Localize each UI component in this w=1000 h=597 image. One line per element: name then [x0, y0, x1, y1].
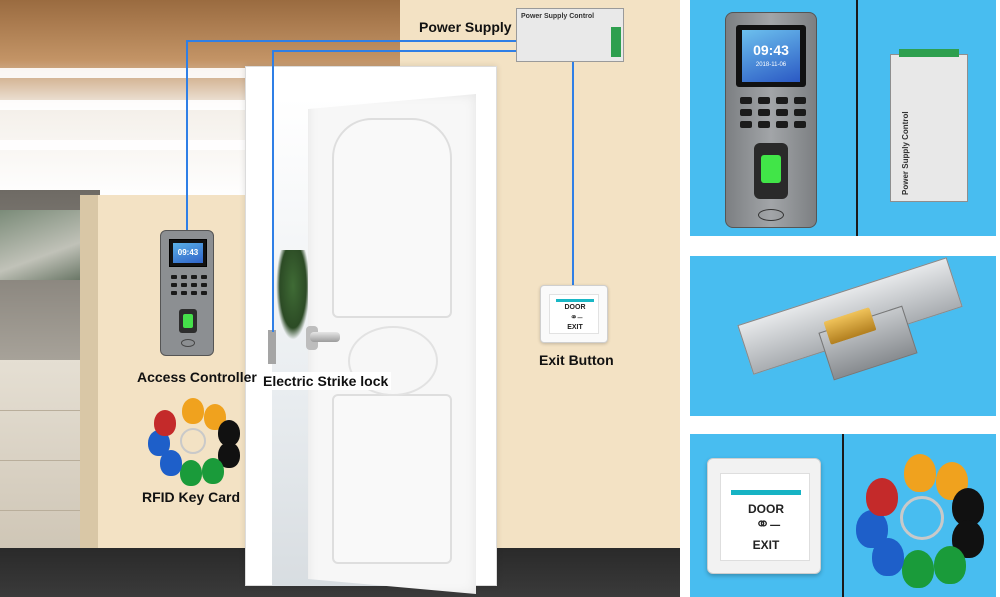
door-medallion	[348, 326, 438, 396]
power-supply-device-title: Power Supply Control	[521, 13, 595, 20]
keycard	[856, 510, 888, 548]
keypad-key	[181, 291, 187, 295]
exit-button-device: DOOR ⚭– EXIT	[540, 285, 608, 343]
fingerprint-glow	[183, 314, 193, 328]
access-controller-closeup: 09:43 2018-11-06	[725, 12, 817, 228]
keypad-key	[758, 109, 770, 116]
controller-screen: 09:43 2018-11-06	[736, 25, 806, 87]
keypad-key	[201, 291, 207, 295]
power-supply-unit: Power Supply Control	[516, 8, 624, 62]
key-icon: ⚭–	[570, 312, 583, 322]
ceiling-light-strip	[0, 100, 400, 110]
keypad-key	[794, 97, 806, 104]
exit-exit-text: EXIT	[752, 538, 780, 552]
keypad-key	[776, 109, 788, 116]
power-supply-label: Power Supply	[419, 19, 512, 35]
fingerprint-sensor	[179, 309, 197, 333]
keypad-key	[171, 275, 177, 279]
keypad-key	[171, 283, 177, 287]
keypad-key	[740, 109, 752, 116]
keycard	[952, 488, 984, 526]
wire-psu-controller-v	[186, 40, 188, 230]
keypad-key	[758, 121, 770, 128]
keycard	[866, 478, 898, 516]
controller-date: 2018-11-06	[755, 62, 787, 68]
keypad-key	[181, 283, 187, 287]
controller-screen: 09:43	[169, 239, 207, 267]
electric-strike-lock-label: Electric Strike lock	[260, 372, 392, 390]
keypad-key	[794, 109, 806, 116]
keypad-key	[740, 121, 752, 128]
wall-painting	[0, 210, 90, 280]
exit-exit-text: EXIT	[567, 324, 583, 331]
exit-button-face: DOOR ⚭– EXIT	[549, 294, 599, 334]
keypad-key	[191, 283, 197, 287]
wire-psu-lock-v	[272, 50, 274, 332]
keypad-key	[794, 121, 806, 128]
terminal-block	[611, 27, 621, 57]
panel-divider	[856, 0, 858, 236]
key-ring	[180, 428, 206, 454]
keycard	[160, 450, 182, 476]
keypad-key	[201, 283, 207, 287]
door-handle	[310, 332, 340, 342]
keycard	[902, 550, 934, 588]
keypad-key	[191, 275, 197, 279]
power-supply-closeup: Power Supply Control	[890, 49, 968, 202]
keycard	[934, 546, 966, 584]
keycard	[148, 430, 170, 456]
keycard	[182, 398, 204, 424]
ceiling-light-strip	[0, 140, 400, 150]
exit-button-face: DOOR ⚭– EXIT	[720, 473, 810, 561]
controller-time: 09:43	[173, 243, 203, 263]
keycard	[218, 420, 240, 446]
keypad-key	[191, 291, 197, 295]
ceiling-light-strip	[0, 68, 400, 78]
keypad-key	[181, 275, 187, 279]
exit-door-text: DOOR	[564, 304, 586, 311]
keycard	[154, 410, 176, 436]
key-icon: ⚭–	[755, 514, 781, 534]
wire-psu-controller-h	[186, 40, 516, 42]
keycard	[180, 460, 202, 486]
fingerprint-sensor	[754, 143, 788, 199]
installation-scene: Power Supply Control Power Supply 09:43 …	[0, 0, 680, 597]
keypad-key	[201, 275, 207, 279]
terminal-block	[899, 49, 959, 57]
controller-time-large: 09:43	[753, 42, 789, 58]
exit-stripe	[556, 299, 594, 302]
key-ring	[900, 496, 944, 540]
rfid-key-card-label: RFID Key Card	[142, 489, 241, 505]
plant	[276, 250, 310, 340]
controller-display: 09:43 2018-11-06	[742, 30, 800, 82]
keypad-key	[776, 121, 788, 128]
keypad-key	[758, 97, 770, 104]
keypad-key	[776, 97, 788, 104]
exit-stripe	[731, 490, 801, 495]
access-controller-device: 09:43	[160, 230, 214, 356]
wire-psu-lock-h	[272, 50, 516, 52]
door-upper-panel	[332, 118, 452, 318]
exit-door-text: DOOR	[748, 502, 784, 516]
rfid-keycards-closeup	[852, 448, 992, 588]
wall-pillar	[80, 195, 98, 550]
keycard	[904, 454, 936, 492]
exit-button-label: Exit Button	[539, 352, 614, 368]
rfid-keycard-bunch	[146, 398, 242, 486]
open-door	[308, 94, 476, 594]
keypad-key	[171, 291, 177, 295]
rfid-wave-icon	[758, 209, 784, 221]
fingerprint-glow	[761, 155, 781, 183]
rfid-wave-icon	[181, 339, 195, 347]
door-lower-panel	[332, 394, 452, 564]
access-controller-label: Access Controller	[137, 369, 257, 385]
exit-button-closeup: DOOR ⚭– EXIT	[707, 458, 821, 574]
keycard	[202, 458, 224, 484]
wire-psu-exit-v	[572, 62, 574, 285]
power-supply-device-title: Power Supply Control	[901, 111, 910, 195]
strike-lock-in-frame	[268, 330, 276, 364]
keypad-key	[740, 97, 752, 104]
keycard	[218, 442, 240, 468]
panel-divider	[842, 434, 844, 597]
